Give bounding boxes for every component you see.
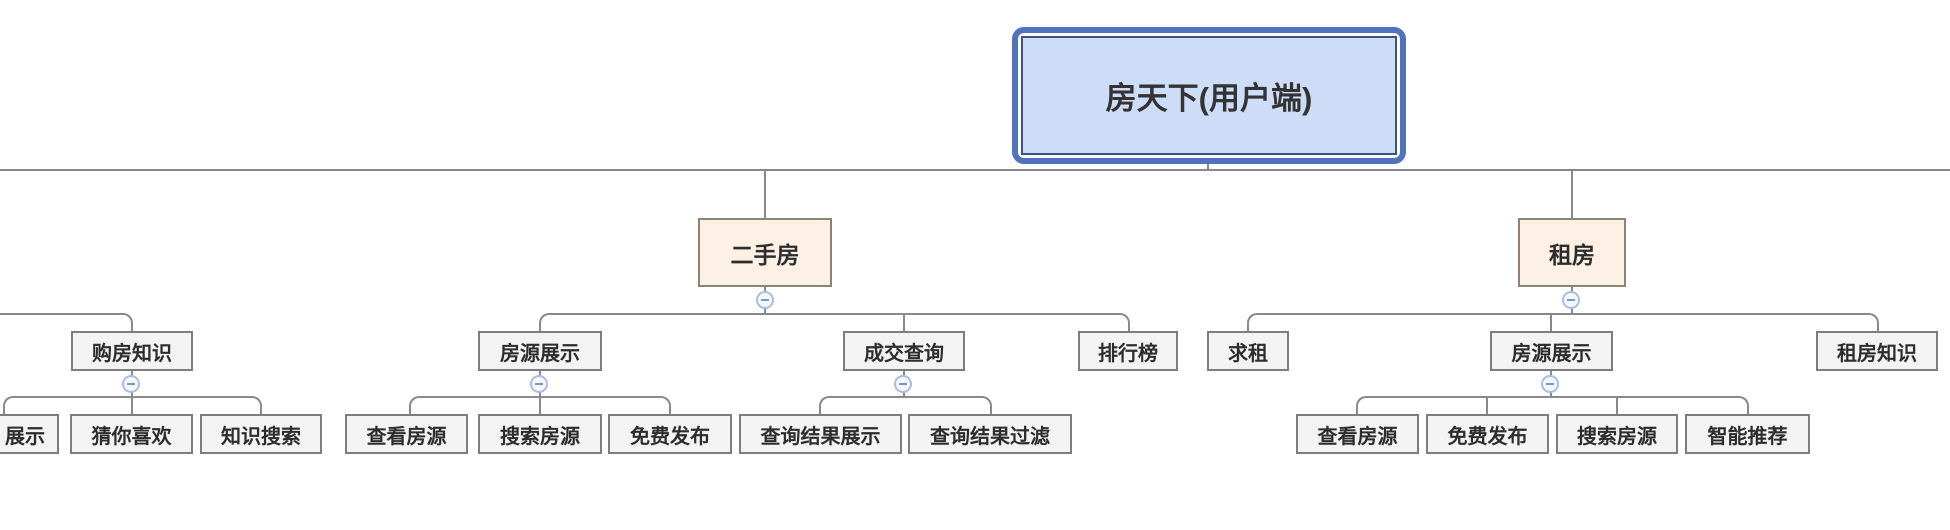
node-label: 查询结果过滤 bbox=[930, 425, 1050, 448]
collapse-icon[interactable] bbox=[756, 291, 774, 309]
node-guess-you-like[interactable]: 猜你喜欢 bbox=[70, 414, 193, 454]
node-label: 租房知识 bbox=[1837, 342, 1917, 365]
node-knowledge-display-truncated[interactable]: 展示 bbox=[0, 414, 59, 454]
node-query-result-display[interactable]: 查询结果展示 bbox=[739, 414, 902, 454]
node-rent[interactable]: 租房 bbox=[1518, 218, 1626, 287]
node-sh-search-listing[interactable]: 搜索房源 bbox=[478, 414, 602, 454]
node-knowledge-search[interactable]: 知识搜索 bbox=[200, 414, 322, 454]
node-label: 求租 bbox=[1228, 342, 1268, 365]
connector-rail-dealquery bbox=[819, 396, 992, 414]
node-query-result-filter[interactable]: 查询结果过滤 bbox=[908, 414, 1072, 454]
node-rent-free-publish[interactable]: 免费发布 bbox=[1426, 414, 1549, 454]
minus-icon bbox=[899, 383, 907, 385]
node-label: 展示 bbox=[5, 425, 45, 448]
connector-rent-listing-drop bbox=[1550, 313, 1552, 331]
node-root[interactable]: 房天下(用户端) bbox=[1012, 27, 1406, 164]
connector-rentsearch-drop bbox=[1616, 396, 1618, 414]
node-purchase-knowledge[interactable]: 购房知识 bbox=[71, 331, 193, 371]
minus-icon bbox=[535, 383, 543, 385]
node-ranking[interactable]: 排行榜 bbox=[1078, 331, 1178, 371]
node-secondhand[interactable]: 二手房 bbox=[698, 218, 832, 287]
node-label: 房源展示 bbox=[1511, 342, 1592, 365]
minus-icon bbox=[127, 383, 135, 385]
node-rent-search-listing[interactable]: 搜索房源 bbox=[1556, 414, 1678, 454]
node-deal-query[interactable]: 成交查询 bbox=[843, 331, 965, 371]
node-sh-free-publish[interactable]: 免费发布 bbox=[608, 414, 732, 454]
node-label: 搜索房源 bbox=[1577, 425, 1657, 448]
node-label: 排行榜 bbox=[1098, 342, 1158, 365]
node-rent-view-listing[interactable]: 查看房源 bbox=[1296, 414, 1419, 454]
node-label: 猜你喜欢 bbox=[91, 425, 172, 448]
connector-rail-rentlisting bbox=[1356, 396, 1749, 414]
node-seek-rent[interactable]: 求租 bbox=[1207, 331, 1289, 371]
node-smart-recommend[interactable]: 智能推荐 bbox=[1685, 414, 1810, 454]
collapse-icon[interactable] bbox=[1562, 291, 1580, 309]
connector-root-drop bbox=[1207, 162, 1209, 171]
node-secondhand-listing[interactable]: 房源展示 bbox=[478, 331, 602, 371]
minus-icon bbox=[1567, 299, 1575, 301]
node-label: 智能推荐 bbox=[1707, 425, 1788, 448]
node-label: 房源展示 bbox=[500, 342, 580, 365]
node-label: 搜索房源 bbox=[500, 425, 580, 448]
node-label: 成交查询 bbox=[864, 342, 944, 365]
minus-icon bbox=[761, 299, 769, 301]
collapse-icon[interactable] bbox=[1541, 375, 1559, 393]
minus-icon bbox=[1546, 383, 1554, 385]
node-label: 查看房源 bbox=[366, 425, 447, 448]
connector-rail-left-partial bbox=[0, 313, 133, 331]
collapse-icon[interactable] bbox=[122, 375, 140, 393]
connector-secondhand-drop bbox=[764, 171, 766, 218]
node-rent-listing[interactable]: 房源展示 bbox=[1490, 331, 1613, 371]
node-label: 免费发布 bbox=[1447, 425, 1528, 448]
node-label: 购房知识 bbox=[92, 342, 172, 365]
connector-searchlisting-drop bbox=[539, 396, 541, 414]
connector-rail-secondhand bbox=[539, 313, 1130, 331]
connector-guess-drop bbox=[131, 396, 133, 414]
node-label: 二手房 bbox=[730, 241, 800, 268]
connector-deal-drop bbox=[903, 313, 905, 331]
node-label: 免费发布 bbox=[630, 425, 710, 448]
node-label: 租房 bbox=[1549, 241, 1595, 268]
node-label: 知识搜索 bbox=[221, 425, 301, 448]
connector-rent-drop bbox=[1571, 171, 1573, 218]
connector-rail-rent bbox=[1247, 313, 1879, 331]
connector-top-rail bbox=[0, 169, 1950, 171]
node-rent-knowledge[interactable]: 租房知识 bbox=[1816, 331, 1938, 371]
node-root-label: 房天下(用户端) bbox=[1021, 36, 1397, 155]
collapse-icon[interactable] bbox=[894, 375, 912, 393]
node-label: 查询结果展示 bbox=[760, 425, 881, 448]
node-label: 查看房源 bbox=[1317, 425, 1398, 448]
connector-rentpublish-drop bbox=[1486, 396, 1488, 414]
collapse-icon[interactable] bbox=[530, 375, 548, 393]
node-sh-view-listing[interactable]: 查看房源 bbox=[345, 414, 468, 454]
